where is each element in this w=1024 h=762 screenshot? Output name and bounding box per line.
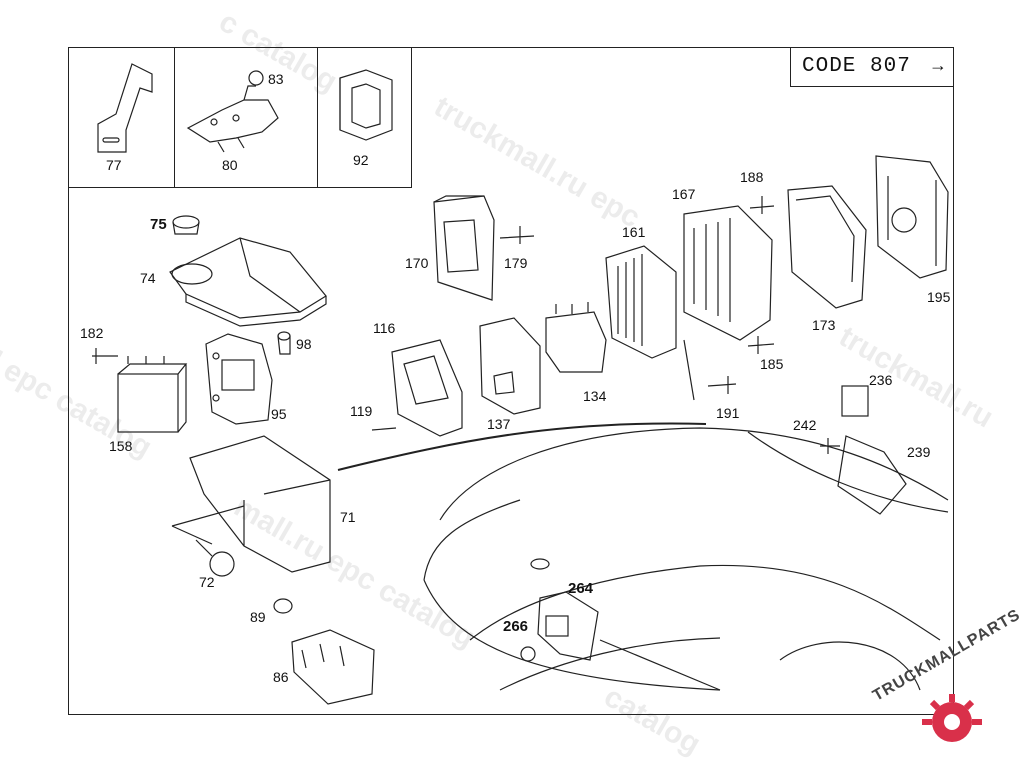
cap-75-drawing [172,215,200,235]
bolt-191-drawing [683,339,737,401]
part-label-116: 116 [373,320,396,336]
bracket-80-drawing [186,70,279,153]
part-label-191: 191 [716,405,740,421]
leader-arrow [337,422,707,471]
part-label-173: 173 [812,317,836,333]
part-label-71: 71 [340,509,356,525]
inset-box-80 [174,47,318,188]
part-label-266: 266 [503,618,529,635]
part-label-72: 72 [199,574,215,590]
part-label-86: 86 [273,669,289,685]
part-label-137: 137 [487,416,511,432]
part-label-264: 264 [568,580,594,597]
part-label-161: 161 [622,224,646,240]
part-label-95: 95 [271,406,287,422]
part-label-77: 77 [106,157,122,173]
part-label-236: 236 [869,372,893,388]
arrow-right-icon: → [932,57,945,77]
module-116-drawing [371,339,463,437]
holder-86-drawing [273,598,375,705]
part-label-188: 188 [740,169,764,185]
part-label-92: 92 [353,152,369,168]
part-label-98: 98 [296,336,312,352]
module-195-drawing [875,155,949,279]
part-label-167: 167 [672,186,696,202]
leader-line-72 [171,525,213,545]
sensor-264-drawing [520,591,599,662]
cover-74-drawing [169,237,327,327]
part-label-170: 170 [405,255,429,271]
part-label-74: 74 [140,270,156,286]
relay-134-drawing [545,302,607,373]
part-label-134: 134 [583,388,607,404]
fuse-box-71-drawing [171,435,331,577]
module-170-drawing [433,195,535,301]
part-label-83: 83 [268,71,284,87]
module-173-drawing [747,185,867,354]
part-label-75: 75 [150,216,167,233]
bracket-77-drawing [97,63,153,153]
relay-236-drawing [820,385,907,515]
part-label-179: 179 [504,255,528,271]
module-137-drawing [479,317,541,415]
code-label: CODE 807 [802,55,911,78]
module-158-drawing [92,348,188,433]
part-label-239: 239 [907,444,931,460]
module-161-drawing [605,245,677,359]
part-label-242: 242 [793,417,817,433]
truckmallparts-logo-icon [922,694,982,742]
part-label-195: 195 [927,289,951,305]
part-label-182: 182 [80,325,104,341]
inset-box-92 [317,47,412,188]
part-label-185: 185 [760,356,784,372]
part-label-80: 80 [222,157,238,173]
part-label-158: 158 [109,438,133,454]
inset-box-77 [68,47,175,188]
diagram-frame [68,47,954,715]
module-167-drawing [683,196,775,341]
grommet-92-drawing [339,69,393,141]
code-807-box: CODE 807 → [790,47,954,87]
part-label-89: 89 [250,609,266,625]
part-label-119: 119 [350,403,373,419]
plate-95-drawing [205,331,291,425]
vehicle-outline-drawing [423,427,949,691]
